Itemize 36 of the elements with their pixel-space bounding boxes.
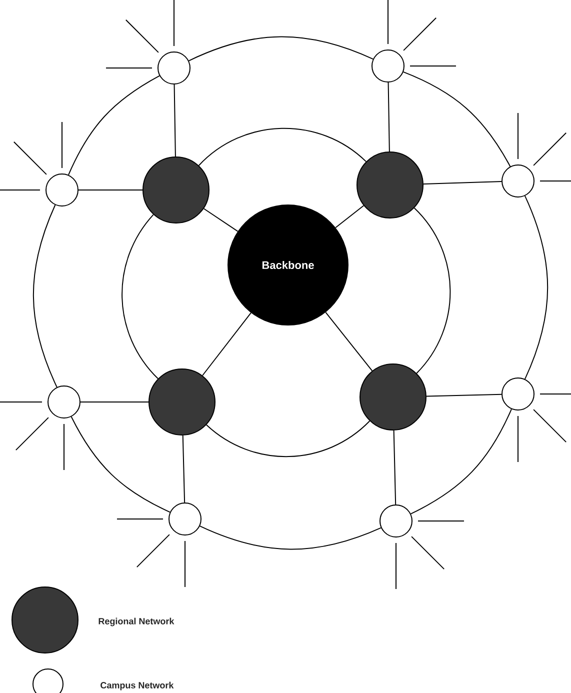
ring-arc [188, 36, 374, 62]
regional-network-circle [356, 152, 424, 218]
connector-line [174, 84, 176, 157]
legend-label: Regional Network [98, 618, 174, 626]
connector-line [202, 312, 252, 376]
regional-network-circle [360, 364, 426, 430]
ring-arc [122, 214, 158, 380]
campus-network-circle [158, 52, 190, 84]
connector-line [393, 430, 396, 505]
connector-line [182, 434, 186, 503]
regional-network-circle [142, 156, 210, 224]
campus-network-circle [372, 50, 404, 82]
ring-arc [402, 71, 511, 167]
campus-network-circle [48, 386, 80, 418]
campus-network-circle [502, 164, 534, 198]
ring-arc [524, 195, 548, 380]
legend-label: Campus Network [100, 682, 174, 690]
ring-arc [410, 408, 512, 514]
connector-line [422, 181, 502, 184]
connector-line [325, 312, 373, 372]
ring-arc [198, 128, 367, 166]
campus-network-circle [380, 504, 412, 538]
regional-network-circle [148, 368, 216, 436]
ring-arc [414, 208, 451, 374]
connector-line [203, 208, 238, 232]
ring-arc [70, 416, 170, 513]
ring-arc [32, 204, 58, 388]
campus-network-circle [46, 174, 78, 206]
campus-network-circle [168, 502, 202, 536]
connector-line [388, 82, 390, 152]
ring-arc [206, 420, 370, 458]
ring-arc [199, 526, 382, 550]
connector-line [426, 394, 502, 397]
ring-arc [68, 75, 160, 176]
campus-network-circle [502, 378, 534, 410]
connector-line [335, 205, 364, 228]
